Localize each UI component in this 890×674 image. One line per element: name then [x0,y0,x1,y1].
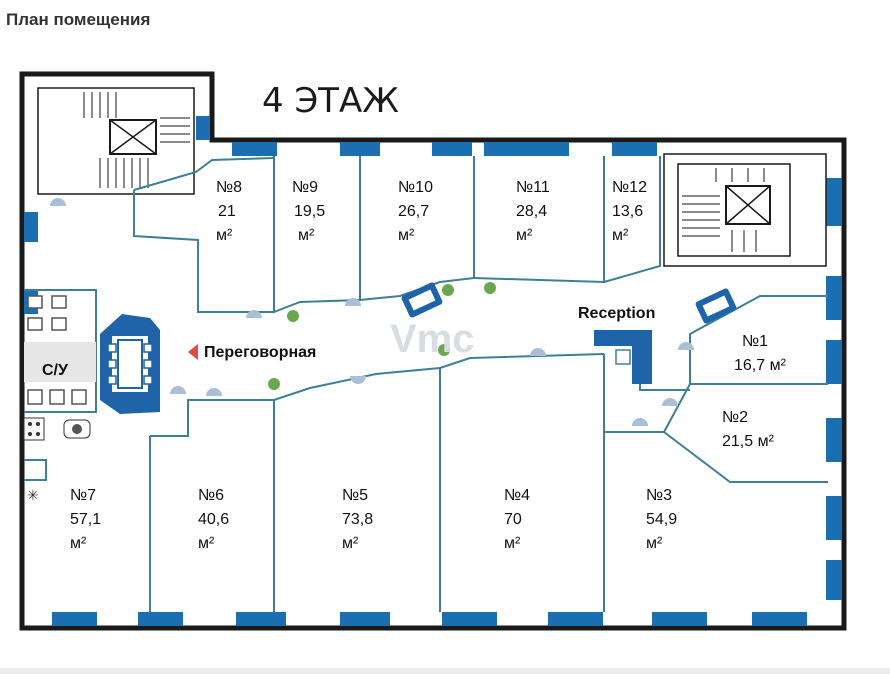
room-number: №6 [198,487,224,504]
meeting-room [100,314,160,414]
room-area: 73,8 [342,511,373,528]
room-9: №9 19,5 м² [292,179,325,244]
room-unit: м² [216,227,233,244]
room-6: №6 40,6 м² [198,487,229,552]
room-5: №5 73,8 м² [342,487,373,552]
room-area: 19,5 [294,203,325,220]
room-unit: м² [398,227,415,244]
room-1: №1 16,7 м² [734,333,787,374]
window [236,612,286,626]
room-number: №1 [742,333,768,350]
room-11: №11 28,4 м² [516,179,550,244]
room-7: №7 57,1 м² [70,487,101,552]
toilet-icon [27,295,87,405]
wc-floor [24,342,96,382]
room-area: 21 [218,203,236,220]
room-3: №3 54,9 м² [646,487,677,552]
room-number: №11 [516,179,550,196]
room-number: №8 [216,179,242,196]
wc-label: С/У [42,362,69,379]
window [340,612,390,626]
room-number: №5 [342,487,368,504]
window [548,612,603,626]
page-footer-strip [0,668,890,674]
room-unit: м² [612,227,629,244]
room-area: 28,4 [516,203,547,220]
room-number: №12 [612,179,647,196]
page-title: План помещения [6,10,151,29]
room-unit: м² [198,535,215,552]
reception-label: Reception [578,305,655,322]
window [442,612,497,626]
window [826,496,842,540]
plant-icon [268,282,496,390]
room-area: 57,1 [70,511,101,528]
room-number: №4 [504,487,530,504]
room-4: №4 70 м² [504,487,530,552]
room-area: 13,6 [612,203,643,220]
windows [24,116,842,626]
sofa [695,288,737,324]
outer-wall [19,71,847,631]
window [432,142,472,156]
window [826,276,842,320]
room-8: №8 21 м² [216,179,242,244]
window [484,142,569,156]
room-2: №2 21,5 м² [722,409,775,450]
room-unit: м² [516,227,533,244]
room-area: 40,6 [198,511,229,528]
window [196,116,210,140]
window [612,142,657,156]
room-number: №9 [292,179,318,196]
window [752,612,807,626]
door [50,198,694,426]
meeting-room-label: Переговорная [204,344,316,361]
window [138,612,183,626]
staircase-left [37,87,195,195]
window [24,212,38,242]
window [826,178,842,226]
watermark: Vmc [390,317,475,361]
room-unit: м² [342,535,359,552]
reception-desk [594,330,652,384]
room-number: №3 [646,487,672,504]
room-area: 26,7 [398,203,429,220]
room-unit: м² [70,535,87,552]
room-area: 54,9 [646,511,677,528]
room-area: 70 [504,511,522,528]
room-12: №12 13,6 м² [612,179,647,244]
floor-title: 4 ЭТАЖ [262,81,399,121]
window [652,612,707,626]
window [826,340,842,384]
room-area: 16,7 м² [734,357,787,374]
window [826,560,842,600]
meeting-room-arrow [188,344,198,360]
room-unit: м² [504,535,521,552]
staircase-right [663,153,827,267]
stove-icon [23,417,91,441]
room-unit: м² [646,535,663,552]
room-unit: м² [298,227,315,244]
snowflake-icon: ✳ [27,488,39,504]
room-number: №10 [398,179,433,196]
room-10: №10 26,7 м² [398,179,433,244]
room-area: 21,5 м² [722,433,775,450]
window [340,142,380,156]
sofa [401,282,443,318]
room-number: №2 [722,409,748,426]
window [826,418,842,462]
window [52,612,97,626]
room-number: №7 [70,487,96,504]
window [232,142,277,156]
